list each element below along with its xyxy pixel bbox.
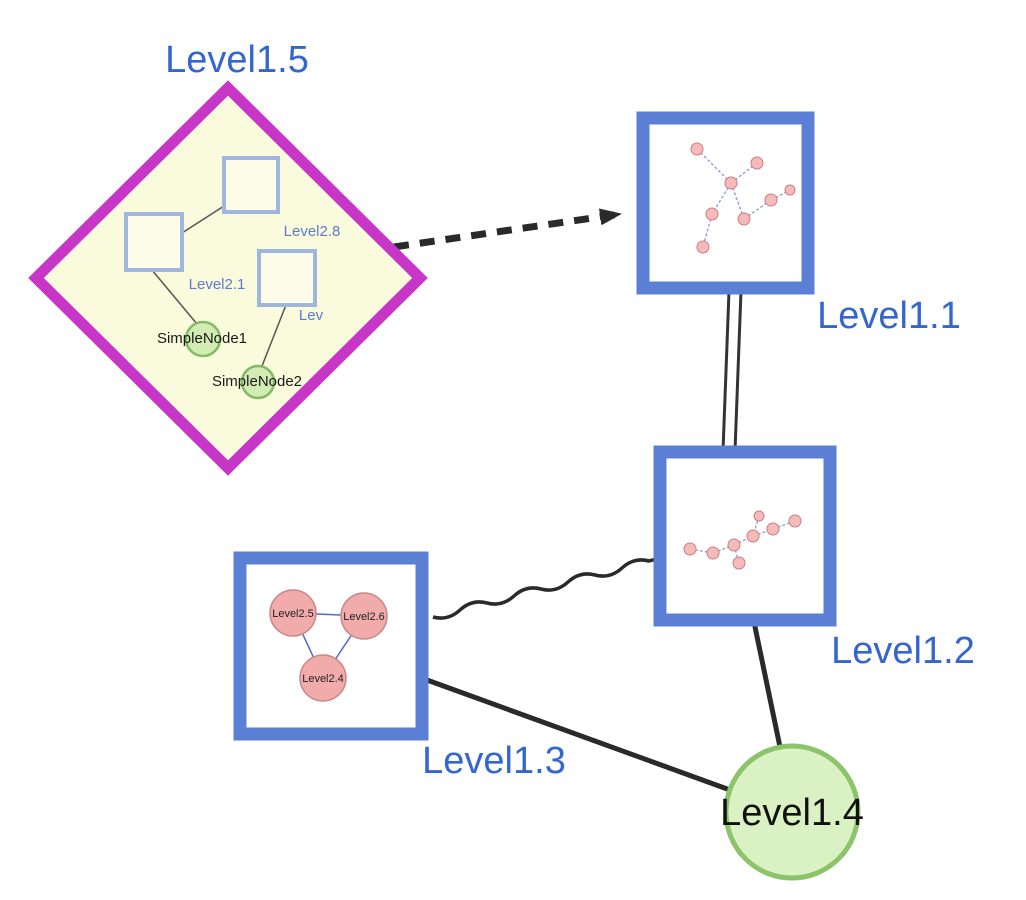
subgraph-node[interactable] xyxy=(764,193,778,207)
node-level1-2-label: Level1.2 xyxy=(831,630,975,672)
node-simplenode2-label: SimpleNode2 xyxy=(212,373,302,390)
edge-lev-to-simplenode2[interactable] xyxy=(261,304,287,367)
subgraph-node[interactable] xyxy=(706,546,720,560)
node-lev-square[interactable] xyxy=(257,249,317,307)
node-level1-1-box[interactable] xyxy=(636,111,815,295)
edge-level15-to-level11[interactable] xyxy=(393,208,622,251)
subgraph-node[interactable] xyxy=(690,142,704,156)
node-level1-3-label: Level1.3 xyxy=(422,740,566,782)
node-level2-6-label: Level2.6 xyxy=(343,611,385,623)
subgraph-edge[interactable] xyxy=(696,148,732,184)
node-level2-5-label: Level2.5 xyxy=(272,608,314,620)
level1-1-subgraph-nodes xyxy=(690,142,796,254)
subgraph-node[interactable] xyxy=(788,514,802,528)
subgraph-node[interactable] xyxy=(696,240,710,254)
subgraph-node[interactable] xyxy=(683,542,697,556)
node-level2-5-circle[interactable] xyxy=(269,589,317,637)
node-level1-4-label: Level1.4 xyxy=(720,792,864,834)
subgraph-node[interactable] xyxy=(705,207,719,221)
subgraph-node[interactable] xyxy=(724,176,738,190)
node-lev-label: Lev xyxy=(299,307,324,324)
node-level1-5-diamond[interactable] xyxy=(28,80,428,476)
node-simplenode2-circle[interactable] xyxy=(240,364,276,400)
node-level2-8-label: Level2.8 xyxy=(284,223,341,240)
node-level2-6-circle[interactable] xyxy=(340,592,388,640)
subgraph-node[interactable] xyxy=(737,212,751,226)
edge-level11-to-level12[interactable] xyxy=(721,290,743,452)
edge-double-line-b[interactable] xyxy=(733,290,743,452)
subgraph-node[interactable] xyxy=(732,556,746,570)
node-level2-1-label: Level2.1 xyxy=(189,276,246,293)
node-simplenode1-label: SimpleNode1 xyxy=(157,330,247,347)
node-level1-2-box[interactable] xyxy=(653,445,837,627)
level1-2-subgraph-nodes xyxy=(683,510,802,570)
edge-level13-to-level12-wavy[interactable] xyxy=(432,557,658,620)
subgraph-edge[interactable] xyxy=(772,520,796,530)
node-level1-4-circle[interactable] xyxy=(723,743,861,881)
node-level1-1-label: Level1.1 xyxy=(817,295,961,337)
node-level1-5-label: Level1.5 xyxy=(165,39,309,81)
edge-level12-to-level14[interactable] xyxy=(751,621,783,748)
node-level2-8-square[interactable] xyxy=(222,156,280,214)
edge-double-line-a[interactable] xyxy=(721,290,731,452)
subgraph-node[interactable] xyxy=(753,510,765,522)
subgraph-node[interactable] xyxy=(746,529,760,543)
level1-3-subgraph-nodes: Level2.5 Level2.6 Level2.4 xyxy=(269,589,388,702)
edge-level21-to-simplenode1[interactable] xyxy=(151,269,198,325)
node-level2-4-circle[interactable] xyxy=(299,654,347,702)
node-level1-3-box[interactable] xyxy=(233,551,429,741)
subgraph-edge[interactable] xyxy=(712,544,735,554)
edge-level13-to-level14[interactable] xyxy=(426,677,731,793)
node-level2-1-square[interactable] xyxy=(124,212,184,272)
node-simplenode1-circle[interactable] xyxy=(184,320,222,358)
edge-level21-to-level28[interactable] xyxy=(181,205,225,234)
subgraph-node[interactable] xyxy=(766,522,780,536)
subgraph-node[interactable] xyxy=(727,538,741,552)
subgraph-edge[interactable] xyxy=(689,548,714,554)
node-level2-4-label: Level2.4 xyxy=(302,673,344,685)
subgraph-node[interactable] xyxy=(784,184,796,196)
subgraph-node[interactable] xyxy=(750,156,764,170)
